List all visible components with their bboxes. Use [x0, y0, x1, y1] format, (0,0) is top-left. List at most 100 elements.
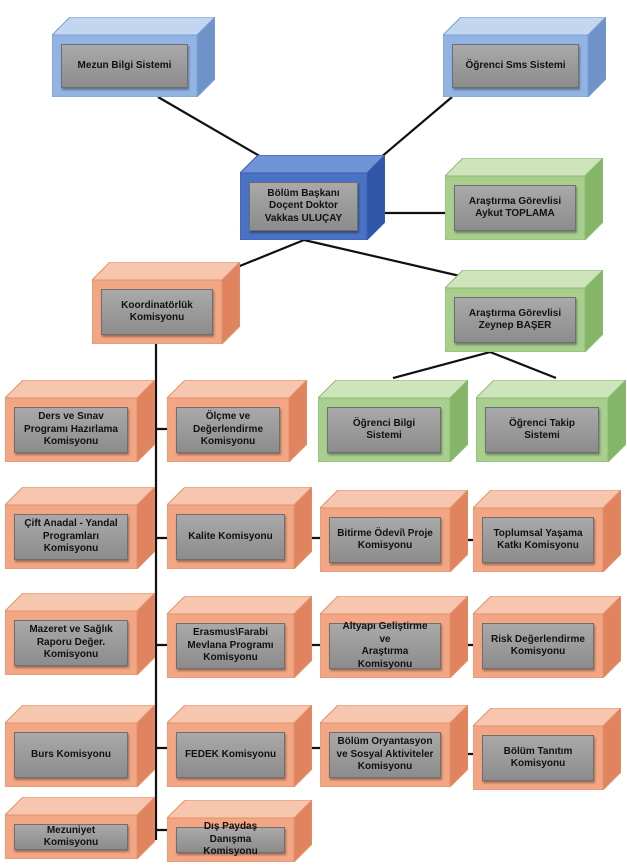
box-risk: Risk Değerlendirme Komisyonu	[473, 596, 621, 678]
box-top	[443, 17, 606, 36]
box-label: Öğrenci Bilgi Sistemi	[327, 407, 441, 453]
box-top	[320, 490, 468, 509]
box-top	[167, 596, 312, 615]
box-burs: Burs Komisyonu	[5, 705, 155, 787]
box-label: Bölüm Oryantasyon ve Sosyal Aktiviteler …	[329, 732, 441, 778]
box-ders-sinav: Ders ve Sınav Programı Hazırlama Komisyo…	[5, 380, 155, 462]
box-side	[602, 490, 621, 572]
box-kalite: Kalite Komisyonu	[167, 487, 312, 569]
box-top	[318, 380, 468, 399]
box-label: Burs Komisyonu	[14, 732, 128, 778]
box-bolum-baskani: Bölüm Başkanı Doçent Doktor Vakkas ULUÇA…	[240, 155, 385, 240]
box-arastirma-aykut: Araştırma Görevlisi Aykut TOPLAMA	[445, 158, 603, 240]
connector-line-5	[392, 350, 491, 380]
box-side	[584, 158, 603, 240]
box-cift-anadal: Çift Anadal - Yandal Programları Komisyo…	[5, 487, 155, 569]
box-side	[293, 705, 312, 787]
box-label: Dış Paydaş Danışma Komisyonu	[176, 821, 285, 857]
box-label: Koordinatörlük Komisyonu	[101, 289, 213, 335]
box-top	[473, 596, 621, 615]
box-label: Çift Anadal - Yandal Programları Komisyo…	[14, 514, 128, 560]
box-top	[445, 270, 603, 289]
box-label: Araştırma Görevlisi Aykut TOPLAMA	[454, 185, 576, 231]
box-top	[92, 262, 240, 281]
box-side	[602, 596, 621, 678]
connector-line-0	[157, 96, 264, 159]
box-top	[167, 487, 312, 506]
box-side	[602, 708, 621, 790]
box-side	[136, 380, 155, 462]
box-top	[5, 797, 155, 816]
box-side	[288, 380, 307, 462]
box-side	[293, 487, 312, 569]
box-oryantasyon: Bölüm Oryantasyon ve Sosyal Aktiviteler …	[320, 705, 468, 787]
connector-line-4	[303, 238, 461, 278]
box-top	[445, 158, 603, 177]
box-top	[5, 380, 155, 399]
box-label: Risk Değerlendirme Komisyonu	[482, 623, 594, 669]
box-top	[52, 17, 215, 36]
box-top	[240, 155, 385, 174]
box-side	[449, 490, 468, 572]
box-mezun-bilgi: Mezun Bilgi Sistemi	[52, 17, 215, 97]
box-side	[221, 262, 240, 344]
box-ogrenci-takip: Öğrenci Takip Sistemi	[476, 380, 626, 462]
box-label: Erasmus\Farabi Mevlana Programı Komisyon…	[176, 623, 285, 669]
box-label: Mazeret ve Sağlık Raporu Değer. Komisyon…	[14, 620, 128, 666]
box-top	[473, 490, 621, 509]
box-top	[320, 705, 468, 724]
box-side	[136, 487, 155, 569]
box-top	[167, 380, 307, 399]
box-toplumsal: Toplumsal Yaşama Katkı Komisyonu	[473, 490, 621, 572]
box-erasmus: Erasmus\Farabi Mevlana Programı Komisyon…	[167, 596, 312, 678]
box-dis-paydas: Dış Paydaş Danışma Komisyonu	[167, 800, 312, 862]
box-side	[449, 380, 468, 462]
box-label: Öğrenci Sms Sistemi	[452, 44, 579, 88]
box-bitirme: Bitirme Ödevi\ Proje Komisyonu	[320, 490, 468, 572]
box-label: Mezuniyet Komisyonu	[14, 824, 128, 850]
connector-line-3	[229, 238, 305, 272]
box-top	[5, 487, 155, 506]
box-side	[293, 800, 312, 862]
box-label: Bölüm Tanıtım Komisyonu	[482, 735, 594, 781]
box-koordinatorluk: Koordinatörlük Komisyonu	[92, 262, 240, 344]
box-label: Toplumsal Yaşama Katkı Komisyonu	[482, 517, 594, 563]
box-top	[5, 705, 155, 724]
box-altyapi: Altyapı Geliştirme ve Araştırma Komisyon…	[320, 596, 468, 678]
box-label: Mezun Bilgi Sistemi	[61, 44, 188, 88]
box-arastirma-zeynep: Araştırma Görevlisi Zeynep BAŞER	[445, 270, 603, 352]
box-side	[136, 705, 155, 787]
box-side	[136, 593, 155, 675]
box-ogrenci-bilgi: Öğrenci Bilgi Sistemi	[318, 380, 468, 462]
connector-line-1	[379, 96, 453, 159]
box-side	[449, 705, 468, 787]
box-label: FEDEK Komisyonu	[176, 732, 285, 778]
box-label: Öğrenci Takip Sistemi	[485, 407, 599, 453]
box-mazeret: Mazeret ve Sağlık Raporu Değer. Komisyon…	[5, 593, 155, 675]
box-ogrenci-sms: Öğrenci Sms Sistemi	[443, 17, 606, 97]
box-top	[167, 705, 312, 724]
box-fedek: FEDEK Komisyonu	[167, 705, 312, 787]
box-side	[293, 596, 312, 678]
box-top	[5, 593, 155, 612]
box-label: Ders ve Sınav Programı Hazırlama Komisyo…	[14, 407, 128, 453]
connector-line-6	[489, 350, 557, 380]
box-top	[476, 380, 626, 399]
box-side	[366, 155, 385, 240]
box-side	[587, 17, 606, 97]
box-label: Bitirme Ödevi\ Proje Komisyonu	[329, 517, 441, 563]
box-label: Kalite Komisyonu	[176, 514, 285, 560]
box-label: Bölüm Başkanı Doçent Doktor Vakkas ULUÇA…	[249, 182, 358, 231]
box-olcme: Ölçme ve Değerlendirme Komisyonu	[167, 380, 307, 462]
box-tanitim: Bölüm Tanıtım Komisyonu	[473, 708, 621, 790]
box-label: Araştırma Görevlisi Zeynep BAŞER	[454, 297, 576, 343]
box-side	[584, 270, 603, 352]
box-side	[607, 380, 626, 462]
box-label: Altyapı Geliştirme ve Araştırma Komisyon…	[329, 621, 441, 670]
box-label: Ölçme ve Değerlendirme Komisyonu	[176, 407, 280, 453]
box-side	[196, 17, 215, 97]
box-side	[449, 596, 468, 678]
box-top	[167, 800, 312, 819]
box-top	[473, 708, 621, 727]
box-mezuniyet: Mezuniyet Komisyonu	[5, 797, 155, 859]
